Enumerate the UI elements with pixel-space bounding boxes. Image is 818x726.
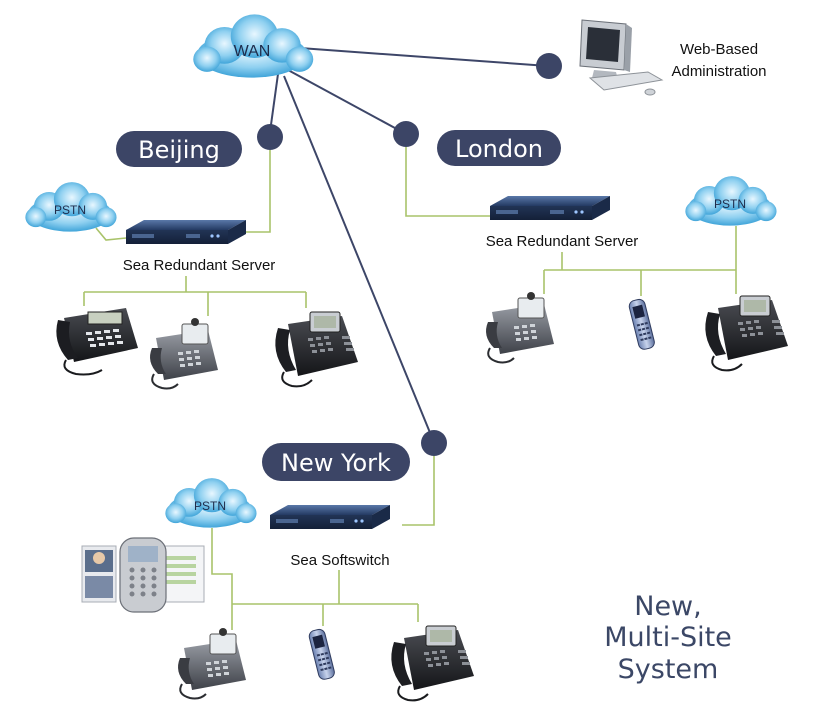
link-wan-admin xyxy=(299,47,549,67)
london-site: Sea Redundant Server PSTN xyxy=(485,176,789,372)
newyork-node xyxy=(421,430,447,456)
diagram-caption: New, Multi-Site System xyxy=(604,591,732,685)
site-label-newyork: New York xyxy=(262,443,410,481)
caption-line-2: Multi-Site xyxy=(604,622,732,653)
desk-phone-icon xyxy=(56,308,138,376)
executive-phone-icon xyxy=(704,295,789,372)
site-label-london: London xyxy=(437,130,561,166)
admin-label-line1: Web-Based xyxy=(680,41,758,58)
london-server-icon xyxy=(490,196,610,220)
newyork-node-lead xyxy=(402,456,435,526)
london-node-lead xyxy=(405,147,490,217)
newyork-server-label: Sea Softswitch xyxy=(290,552,389,569)
admin-label-line2: Administration xyxy=(671,63,766,80)
london-server-label: Sea Redundant Server xyxy=(486,233,639,250)
newyork-server-icon xyxy=(270,505,390,529)
caption-line-1: New, xyxy=(634,591,701,622)
newyork-site: PSTN Sea Softswitch xyxy=(81,478,475,702)
beijing-node xyxy=(257,124,283,150)
beijing-pstn-label: PSTN xyxy=(54,203,86,217)
link-wan-newyork xyxy=(283,75,434,441)
beijing-server-icon xyxy=(126,220,246,244)
executive-phone-icon xyxy=(390,625,475,702)
newyork-pstn-label: PSTN xyxy=(194,499,226,513)
link-wan-beijing xyxy=(269,73,279,133)
link-wan-london xyxy=(287,69,407,135)
newyork-label: New York xyxy=(281,449,391,477)
beijing-node-lead xyxy=(246,150,271,233)
newyork-pstn-link xyxy=(211,528,233,604)
london-pstn-label: PSTN xyxy=(714,197,746,211)
caption-line-3: System xyxy=(618,654,719,685)
beijing-server-label: Sea Redundant Server xyxy=(123,257,276,274)
wan-label: WAN xyxy=(234,43,271,60)
softphone-screen-icon xyxy=(81,537,205,613)
london-label: London xyxy=(455,135,543,163)
beijing-label: Beijing xyxy=(138,136,220,164)
ip-phone-icon xyxy=(485,291,555,364)
executive-phone-icon xyxy=(274,311,359,388)
site-label-beijing: Beijing xyxy=(116,131,242,167)
ip-phone-icon xyxy=(177,627,247,700)
ip-phone-icon xyxy=(149,317,219,390)
london-node xyxy=(393,121,419,147)
computer-monitor-icon xyxy=(579,19,664,96)
beijing-site: PSTN Sea Redundant Server xyxy=(25,182,359,390)
wan-links xyxy=(269,47,549,441)
admin-node xyxy=(536,53,562,79)
mobile-phone-icon xyxy=(307,627,337,682)
mobile-phone-icon xyxy=(627,297,657,352)
beijing-pstn-link xyxy=(95,227,127,241)
